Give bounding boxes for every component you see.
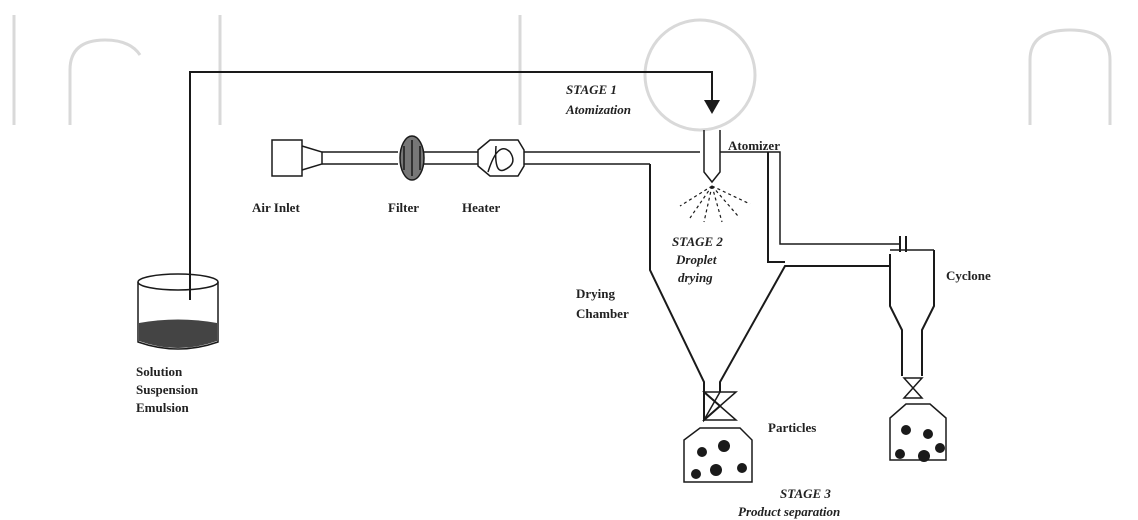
- watermark: [12, 15, 1112, 132]
- particles-jar-2: [889, 403, 947, 462]
- drying-chamber: [649, 152, 891, 423]
- stage1-subtitle: Atomization: [565, 102, 631, 117]
- drying-label-2: Chamber: [576, 306, 629, 321]
- atomizer-label: Atomizer: [728, 138, 780, 153]
- stage2-sub2: drying: [678, 270, 713, 285]
- drying-label-1: Drying: [576, 286, 616, 301]
- feed-label-2: Suspension: [136, 382, 199, 397]
- air-inlet-label: Air Inlet: [252, 200, 300, 215]
- cyclone-label: Cyclone: [946, 268, 991, 283]
- stage3-subtitle: Product separation: [738, 504, 840, 519]
- heater-label: Heater: [462, 200, 500, 215]
- air-inlet-box: [271, 139, 303, 177]
- stage1-title: STAGE 1: [566, 82, 617, 97]
- feed-label-3: Emulsion: [136, 400, 190, 415]
- stage2-sub1: Droplet: [675, 252, 717, 267]
- particles-label: Particles: [768, 420, 816, 435]
- cyclone: [889, 236, 935, 399]
- filter-label: Filter: [388, 200, 419, 215]
- particles-jar-1: [683, 427, 753, 483]
- labels: STAGE 1 Atomization Atomizer Air Inlet F…: [136, 82, 991, 519]
- feed-beaker: [137, 273, 219, 350]
- heater-icon: [477, 139, 525, 177]
- feed-line: [189, 71, 720, 300]
- feed-label-1: Solution: [136, 364, 183, 379]
- arrow-down-icon: [704, 100, 720, 114]
- atomizer: [679, 130, 900, 245]
- air-line: [271, 135, 700, 181]
- stage2-title: STAGE 2: [672, 234, 723, 249]
- stage3-title: STAGE 3: [780, 486, 831, 501]
